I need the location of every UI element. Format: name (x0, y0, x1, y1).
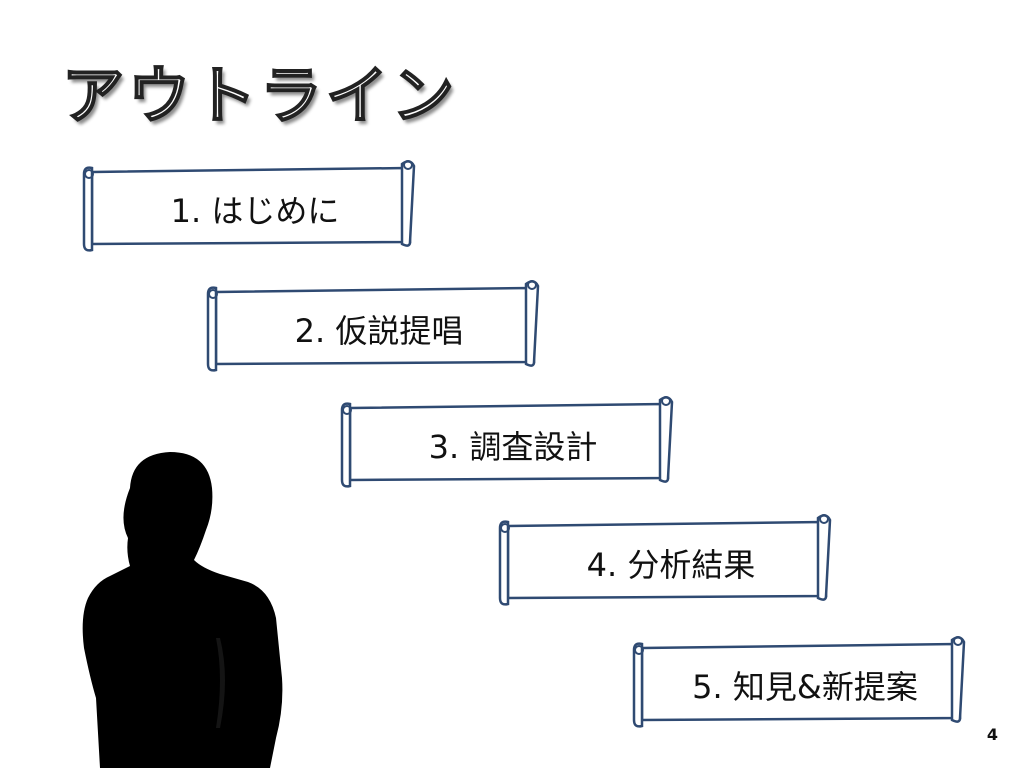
slide-title: アウトライン (61, 58, 459, 133)
outline-number: 4. (586, 546, 618, 584)
scroll-banner-icon (498, 514, 832, 606)
scroll-banner-icon (632, 636, 966, 728)
scroll-banner-icon (340, 396, 674, 488)
outline-number: 1. (170, 192, 202, 230)
outline-number: 2. (294, 312, 326, 350)
outline-label: 仮説提唱 (335, 312, 464, 350)
outline-item-5: 5. 知見&新提案 (630, 634, 966, 732)
outline-item-3: 3. 調査設計 (338, 394, 674, 492)
outline-item-1: 1. はじめに (80, 158, 416, 256)
outline-label: 調査設計 (469, 428, 598, 466)
outline-number: 5. (692, 668, 723, 706)
page-number: 4 (986, 725, 998, 744)
scroll-banner-icon (82, 160, 416, 252)
outline-item-2: 2. 仮説提唱 (204, 278, 540, 376)
outline-number: 3. (428, 428, 460, 466)
scroll-banner-icon (206, 280, 540, 372)
person-silhouette-icon (82, 452, 283, 768)
outline-item-4: 4. 分析結果 (496, 512, 832, 610)
outline-label: 分析結果 (627, 546, 756, 584)
outline-label: はじめに (211, 192, 340, 230)
outline-label: 知見&新提案 (732, 668, 918, 706)
